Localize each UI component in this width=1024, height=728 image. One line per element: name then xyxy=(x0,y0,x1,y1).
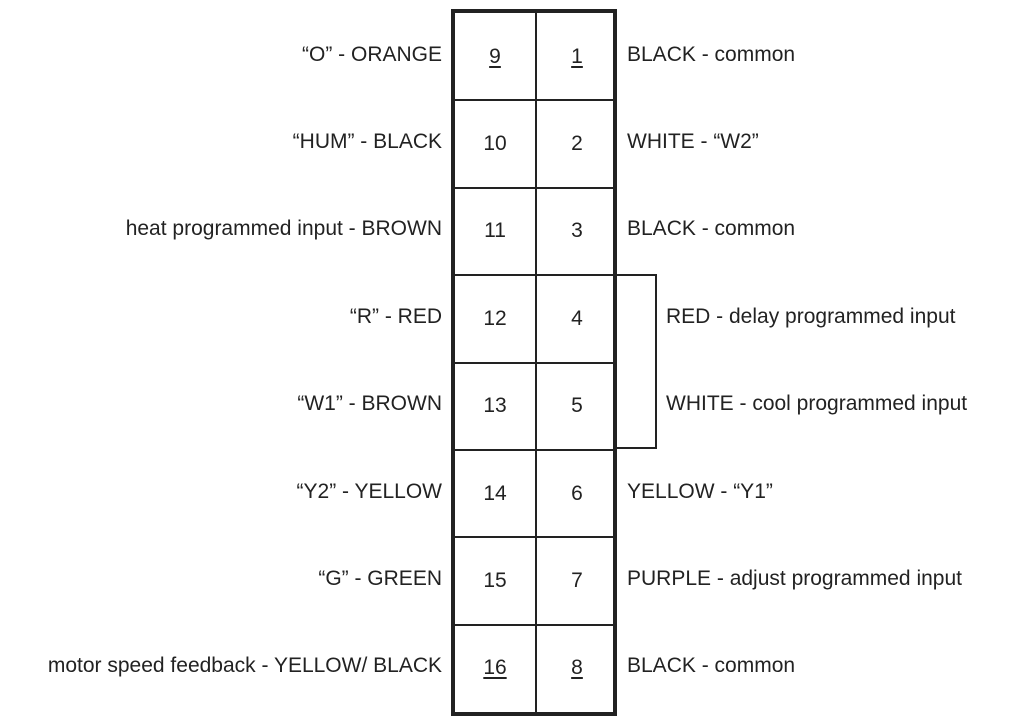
pin-number-9: 9 xyxy=(489,44,501,68)
pin-number-16: 16 xyxy=(483,656,507,680)
connector-block: 9 1 10 2 11 3 12 4 13 5 14 6 15 7 16 8 xyxy=(451,9,617,716)
pin-9-wire-label: “O” - ORANGE xyxy=(302,42,442,66)
pin-7-wire-label: PURPLE - adjust programmed input xyxy=(627,566,962,590)
pin-8-wire-label: BLACK - common xyxy=(627,654,796,678)
pin-number-1: 1 xyxy=(571,44,583,68)
pin-6-wire-label: YELLOW - “Y1” xyxy=(627,479,773,503)
connector-row-divider xyxy=(455,361,613,364)
pin-number-3: 3 xyxy=(571,219,583,243)
pin-number-10: 10 xyxy=(483,132,507,156)
pin-3-wire-label: BLACK - common xyxy=(627,217,796,241)
pin-number-11: 11 xyxy=(484,219,506,243)
pin-number-4: 4 xyxy=(571,306,583,330)
pin-number-8: 8 xyxy=(571,656,583,680)
pin-15-wire-label: “G” - GREEN xyxy=(318,566,442,590)
connector-row-divider xyxy=(455,274,613,277)
pin-number-6: 6 xyxy=(571,481,583,505)
pin-5-wire-label: WHITE - cool programmed input xyxy=(666,392,968,416)
connector-row-divider xyxy=(455,623,613,626)
pin-number-12: 12 xyxy=(483,306,507,330)
pin-number-15: 15 xyxy=(483,568,507,592)
pin-10-wire-label: “HUM” - BLACK xyxy=(292,130,442,154)
connector-row-divider xyxy=(455,448,613,451)
pin-1-wire-label: BLACK - common xyxy=(627,42,796,66)
connector-row-divider xyxy=(455,536,613,539)
pin-13-wire-label: “W1” - BROWN xyxy=(297,392,442,416)
connector-row-divider xyxy=(455,186,613,189)
pin-11-wire-label: heat programmed input - BROWN xyxy=(125,217,442,241)
pin-number-5: 5 xyxy=(571,394,583,418)
pin-number-7: 7 xyxy=(571,568,583,592)
pins-4-5-bracket xyxy=(617,274,657,449)
pin-16-wire-label: motor speed feedback - YELLOW/ BLACK xyxy=(47,654,442,678)
pin-14-wire-label: “Y2” - YELLOW xyxy=(296,479,442,503)
pin-number-2: 2 xyxy=(571,132,583,156)
pin-number-14: 14 xyxy=(483,481,507,505)
pin-number-13: 13 xyxy=(483,394,507,418)
pin-2-wire-label: WHITE - “W2” xyxy=(627,130,759,154)
pin-12-wire-label: “R” - RED xyxy=(349,304,442,328)
connector-row-divider xyxy=(455,99,613,102)
pin-4-wire-label: RED - delay programmed input xyxy=(666,304,956,328)
